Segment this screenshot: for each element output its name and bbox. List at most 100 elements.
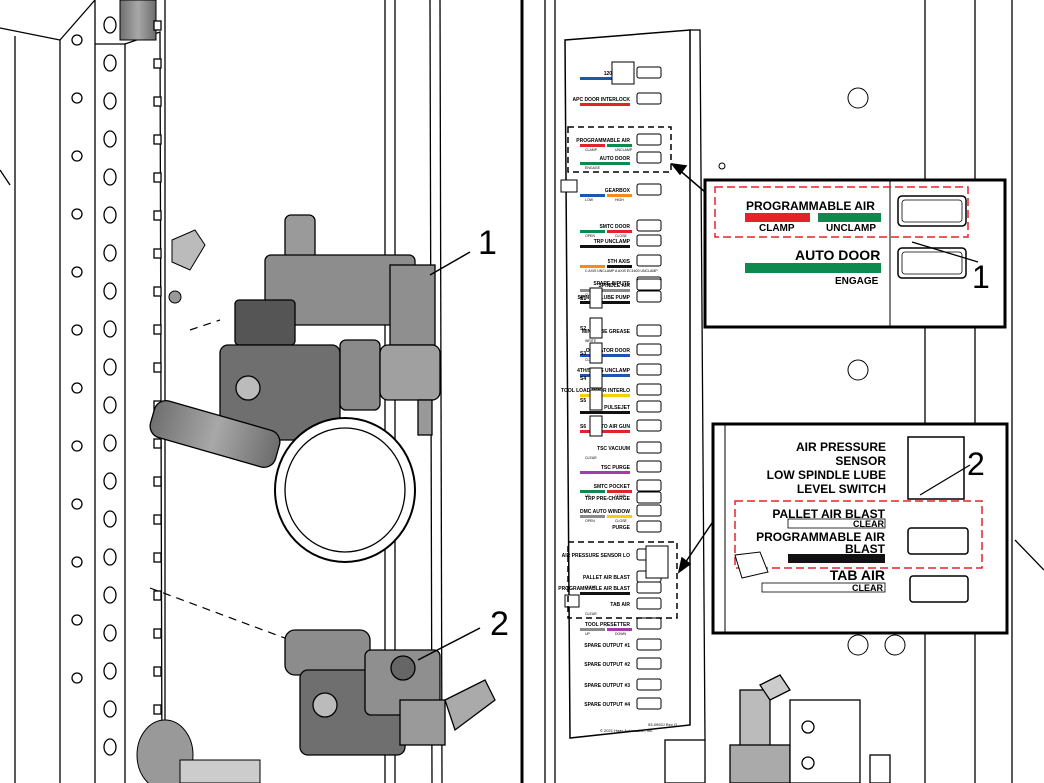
rail-slot: [153, 476, 162, 487]
panel-footer-copyright: © 2021 Haas Automation, Inc.: [600, 728, 653, 733]
panel-row-indicator: [636, 419, 662, 432]
panel-row-label: SMTC DOOR: [599, 224, 630, 230]
rail-hole: [103, 662, 117, 680]
rail-hole: [103, 396, 117, 414]
panel-row-indicator: [636, 133, 662, 146]
right-view: 120 VAC INAPC DOOR INTERLOCKPROGRAMMABLE…: [544, 0, 1044, 783]
rail-slot: [153, 286, 162, 297]
rail-slot: [153, 58, 162, 69]
panel-row-color-bar: [580, 301, 630, 304]
panel-row-color-bar: [580, 265, 605, 268]
panel-row-sublabel: DOWN: [615, 494, 627, 498]
detail1-unclamp: UNCLAMP: [826, 223, 876, 234]
detail2-red-dashed-box: [734, 500, 983, 569]
panel-row-label: TOOL PRESETTER: [585, 622, 630, 628]
panel-row-indicator: [636, 234, 662, 247]
panel-row-label: PROGRAMMABLE AIR: [576, 138, 630, 144]
panel-row-color-bar: [580, 374, 630, 377]
rail-slot: [153, 324, 162, 335]
panel-row-indicator: [636, 520, 662, 533]
detail2-air-pressure-3: LOW SPINDLE LUBE: [767, 468, 886, 482]
callout-2-left: 2: [490, 605, 509, 643]
panel-row-sublabel: OPEN: [585, 519, 595, 523]
panel-row-indicator: [636, 479, 662, 492]
spare-input-label: S2: [580, 326, 586, 332]
panel-row-indicator: [636, 151, 662, 164]
panel-row-sublabel: UNCLAMP: [615, 148, 633, 152]
rail-slot: [153, 666, 162, 677]
rail-hole: [71, 34, 83, 46]
panel-row-indicator: [636, 617, 662, 630]
rail-hole: [71, 208, 83, 220]
detail2-indicator-2: [907, 527, 969, 555]
panel-row: TRP PRE-CHARGE: [585, 491, 662, 504]
spare-input-label: S4: [580, 376, 586, 382]
panel-row-label: TAB AIR: [610, 602, 630, 608]
panel-clip: [560, 179, 578, 193]
detail2-prog-air-blast-1: PROGRAMMABLE AIR: [756, 530, 885, 544]
panel-row: AUTO AIR GUN: [580, 419, 662, 433]
panel-row-label: TRP UNCLAMP: [594, 239, 631, 245]
panel-clip: [564, 594, 580, 608]
detail2-indicator-3: [909, 575, 969, 603]
frame-hole: [847, 359, 869, 381]
rail-hole: [103, 92, 117, 110]
rail-hole: [103, 16, 117, 34]
panel-row-label: 4TH/5 AXIS UNCLAMP: [577, 368, 631, 374]
rail-hole: [103, 434, 117, 452]
panel-row-label: PULSEJET: [604, 405, 630, 411]
panel-row-color-bar: [607, 515, 632, 518]
panel-row-indicator: [636, 290, 662, 303]
panel-row-label: TSC PURGE: [601, 465, 631, 471]
rail-hole: [103, 548, 117, 566]
spare-input-switch: [589, 342, 603, 364]
panel-row-sublabel: CLOSE: [615, 234, 628, 238]
panel-row-sublabel: CLOSE: [615, 519, 628, 523]
rail-slot: [153, 590, 162, 601]
panel-row-indicator: [636, 92, 662, 105]
rail-slot: [153, 172, 162, 183]
rail-hole: [103, 586, 117, 604]
rail-hole: [71, 324, 83, 336]
rail-holes: [71, 16, 162, 756]
panel-row-label: AUTO AIR GUN: [594, 424, 631, 430]
panel-row-indicator: [636, 219, 662, 232]
panel-row-label: PURGE: [612, 525, 630, 531]
panel-row-color-bar: [607, 230, 632, 233]
frame-hole: [847, 634, 869, 656]
panel-row-indicator: [636, 657, 662, 670]
detail1-clamp-bar: [745, 213, 810, 222]
rail-slot: [153, 438, 162, 449]
panel-row-sublabel: UP: [585, 632, 591, 636]
callout-2-right: 2: [967, 446, 985, 482]
panel-row: SPARE OUTPUT #1: [584, 638, 662, 651]
panel-row: SPARE OUTPUT #2: [584, 657, 662, 670]
panel-row-indicator: [636, 581, 662, 594]
panel-row-color-bar: [580, 162, 630, 165]
rail-hole: [71, 672, 83, 684]
elbow-fitting: [168, 229, 206, 304]
spare-input-switch: [589, 389, 603, 411]
pressure-gauge: [149, 400, 416, 563]
detail1-indicator-1-inner: [901, 199, 963, 223]
panel-row-indicator: [636, 324, 662, 337]
bottom-fitting-left: [136, 719, 261, 783]
panel-row-indicator: [636, 66, 662, 79]
detail1-indicator-1: [897, 195, 967, 227]
rail-hole: [71, 266, 83, 278]
rail-slot: [153, 552, 162, 563]
rail-hole: [103, 358, 117, 376]
leader-lines-left: [417, 251, 481, 661]
panel-row-sublabel: UP: [585, 494, 591, 498]
callout-1-left: 1: [478, 224, 497, 262]
panel-row-sublabel: CLEAR: [585, 585, 597, 589]
panel-row-indicator: [636, 678, 662, 691]
panel-row-sublabel: ENGAGE: [585, 166, 601, 170]
panel-row-color-bar: [607, 265, 632, 268]
panel-row-color-bar: [580, 592, 630, 595]
